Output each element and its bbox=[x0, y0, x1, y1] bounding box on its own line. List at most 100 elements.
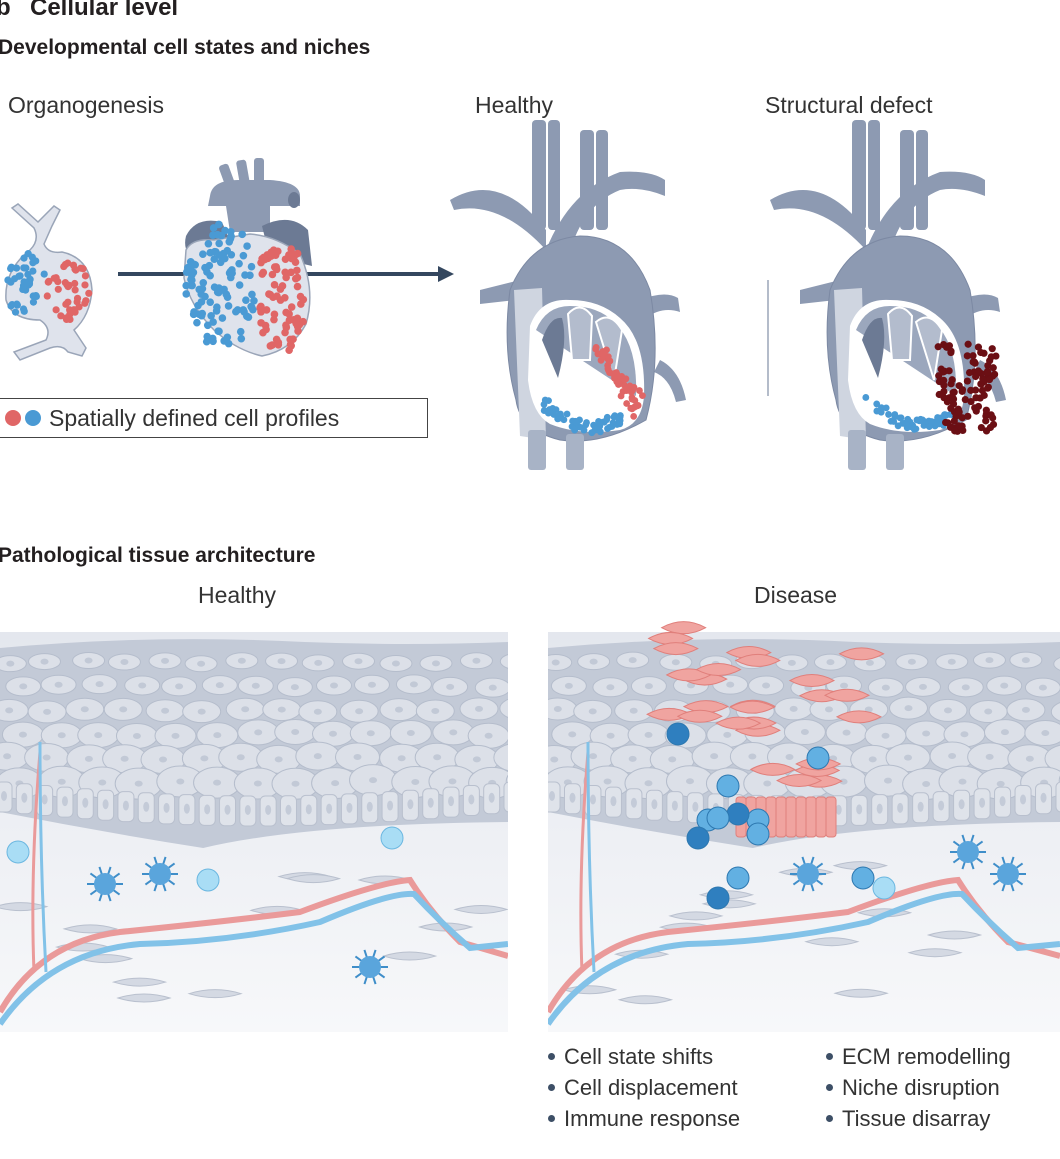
nucleus bbox=[1020, 794, 1027, 805]
cell-dot bbox=[862, 394, 870, 401]
valve bbox=[914, 316, 944, 381]
nucleus bbox=[346, 802, 353, 813]
immune-cell bbox=[706, 886, 730, 910]
cell-dot bbox=[945, 342, 954, 350]
cell-dot bbox=[913, 416, 921, 424]
cell-dot bbox=[894, 422, 902, 430]
nucleus bbox=[985, 657, 994, 664]
red-cell-band bbox=[592, 343, 646, 420]
nucleus bbox=[285, 804, 292, 815]
nucleus bbox=[94, 732, 103, 739]
nucleus bbox=[251, 682, 260, 689]
legend-red-dot bbox=[5, 410, 21, 426]
cell-dot bbox=[974, 367, 982, 375]
cell-dot bbox=[296, 292, 305, 301]
dendritic-cell bbox=[997, 863, 1019, 885]
nucleus bbox=[839, 778, 848, 785]
cell-dot bbox=[967, 397, 975, 406]
nucleus bbox=[354, 658, 363, 665]
cell-dot bbox=[236, 327, 245, 336]
nucleus bbox=[42, 754, 51, 761]
nucleus bbox=[961, 684, 970, 691]
nucleus bbox=[313, 753, 322, 760]
cell-dot bbox=[594, 350, 602, 358]
nucleus bbox=[947, 658, 956, 665]
diseased-cell bbox=[715, 716, 762, 730]
nucleus bbox=[488, 792, 495, 803]
disease-features-col1: Cell state shifts Cell displacement Immu… bbox=[548, 1041, 740, 1134]
nucleus bbox=[197, 708, 206, 715]
cell-dot bbox=[974, 402, 983, 411]
cell-dot bbox=[20, 307, 28, 315]
cell-dot bbox=[270, 281, 279, 289]
cell-dot bbox=[964, 412, 972, 420]
nucleus bbox=[472, 657, 481, 664]
cell-dot bbox=[287, 342, 295, 350]
label-structural-defect: Structural defect bbox=[765, 92, 933, 118]
cell-dot bbox=[223, 293, 232, 301]
cell-dot bbox=[891, 411, 899, 418]
nucleus bbox=[57, 778, 66, 785]
nucleus bbox=[57, 732, 66, 739]
cell-dot bbox=[977, 423, 985, 432]
cell-dot bbox=[71, 279, 79, 288]
cell-dot bbox=[546, 408, 554, 416]
nucleus bbox=[369, 777, 378, 784]
nucleus bbox=[277, 706, 286, 713]
diseased-basal-cell bbox=[815, 796, 827, 838]
cell-dot bbox=[259, 328, 267, 337]
cell-dot bbox=[212, 248, 220, 256]
cell-dot bbox=[199, 250, 207, 259]
nucleus bbox=[876, 803, 883, 814]
nucleus bbox=[120, 659, 129, 666]
nucleus bbox=[224, 804, 231, 815]
nucleus bbox=[82, 797, 89, 808]
feature-item: Cell state shifts bbox=[548, 1041, 740, 1072]
cell-dot bbox=[261, 321, 270, 330]
cell-dot bbox=[203, 268, 211, 276]
cell-dot bbox=[293, 266, 301, 275]
nucleus bbox=[98, 779, 107, 786]
cell-dot bbox=[588, 429, 596, 437]
nucleus bbox=[550, 756, 559, 763]
label-organogenesis: Organogenesis bbox=[8, 92, 164, 118]
nucleus bbox=[353, 754, 362, 761]
cell-dot bbox=[965, 369, 974, 377]
nucleus bbox=[43, 708, 52, 715]
cell-dot bbox=[964, 340, 972, 348]
cell-dot bbox=[984, 384, 992, 392]
nucleus bbox=[84, 657, 93, 664]
nucleus bbox=[367, 681, 376, 688]
vein bbox=[0, 890, 508, 1026]
nucleus bbox=[290, 684, 299, 691]
nucleus bbox=[330, 682, 339, 689]
nucleus bbox=[999, 796, 1006, 807]
disease-tissue-section bbox=[548, 621, 1060, 1032]
nucleus bbox=[41, 794, 48, 805]
nucleus bbox=[685, 778, 694, 785]
nucleus bbox=[526, 729, 534, 735]
cell-dot bbox=[907, 423, 915, 431]
cell-dot bbox=[969, 358, 977, 366]
capillary bbox=[31, 751, 42, 973]
nucleus bbox=[692, 801, 699, 812]
nucleus bbox=[291, 729, 300, 736]
capillary bbox=[38, 741, 48, 973]
diseased-cell bbox=[788, 674, 836, 688]
feature-item: Niche disruption bbox=[826, 1072, 1011, 1103]
cell-dot bbox=[72, 266, 80, 274]
epithelial-cell bbox=[505, 774, 508, 789]
cell-dot bbox=[210, 255, 219, 263]
blue-cell-band bbox=[540, 396, 624, 437]
cell-dot bbox=[187, 275, 195, 284]
cell-dot bbox=[11, 275, 19, 283]
nucleus bbox=[102, 799, 109, 810]
nucleus bbox=[644, 780, 653, 787]
epithelial-cell bbox=[548, 653, 573, 671]
label-tissue-disease: Disease bbox=[754, 582, 838, 608]
nucleus bbox=[431, 707, 440, 714]
red-cell-cluster bbox=[256, 245, 308, 355]
disease-features-col2: ECM remodelling Niche disruption Tissue … bbox=[826, 1041, 1011, 1134]
cell-dot bbox=[206, 298, 215, 306]
nucleus bbox=[6, 660, 15, 667]
